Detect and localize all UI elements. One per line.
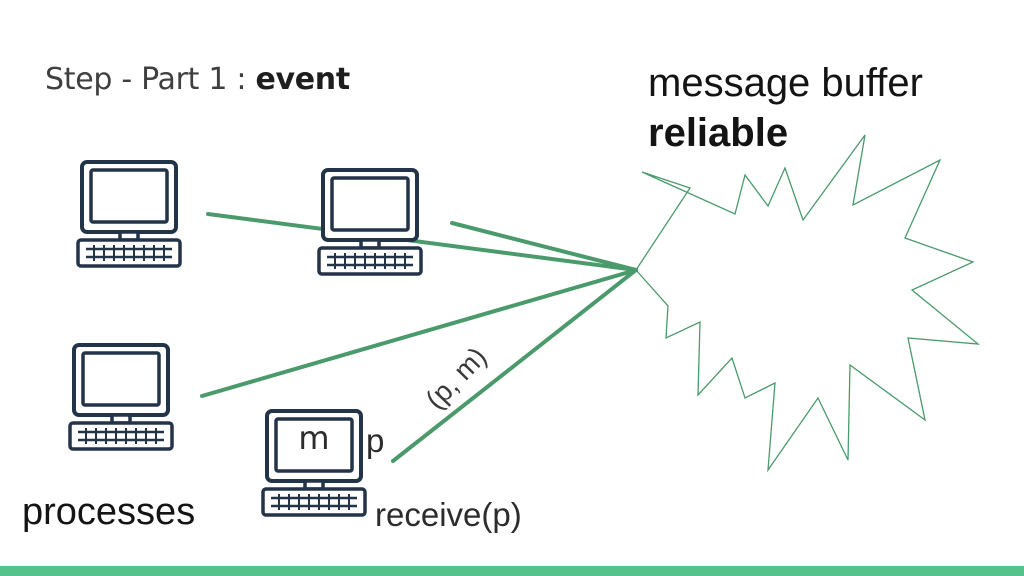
message-label: m <box>298 419 330 457</box>
buffer-title: message buffer reliable <box>648 58 923 158</box>
step-heading-prefix: Step - Part 1 : <box>45 62 256 97</box>
sender-label: p <box>366 422 385 459</box>
link-line-process-1 <box>206 212 638 272</box>
link-line-process-4 <box>391 268 638 463</box>
bottom-accent-bar <box>0 566 1024 576</box>
step-heading-event: event <box>255 62 350 97</box>
link-line-process-3 <box>200 268 638 398</box>
receive-label: receive(p) <box>375 496 522 533</box>
computer-icon <box>68 343 174 451</box>
message-buffer-starburst <box>635 134 981 473</box>
link-line-process-2 <box>450 221 638 272</box>
processes-label: processes <box>22 491 196 533</box>
buffer-title-line1: message buffer <box>648 61 923 105</box>
step-heading: Step - Part 1 : event <box>45 62 350 97</box>
buffer-title-line2: reliable <box>648 111 789 155</box>
computer-icon <box>317 168 423 276</box>
computer-icon <box>76 160 182 268</box>
